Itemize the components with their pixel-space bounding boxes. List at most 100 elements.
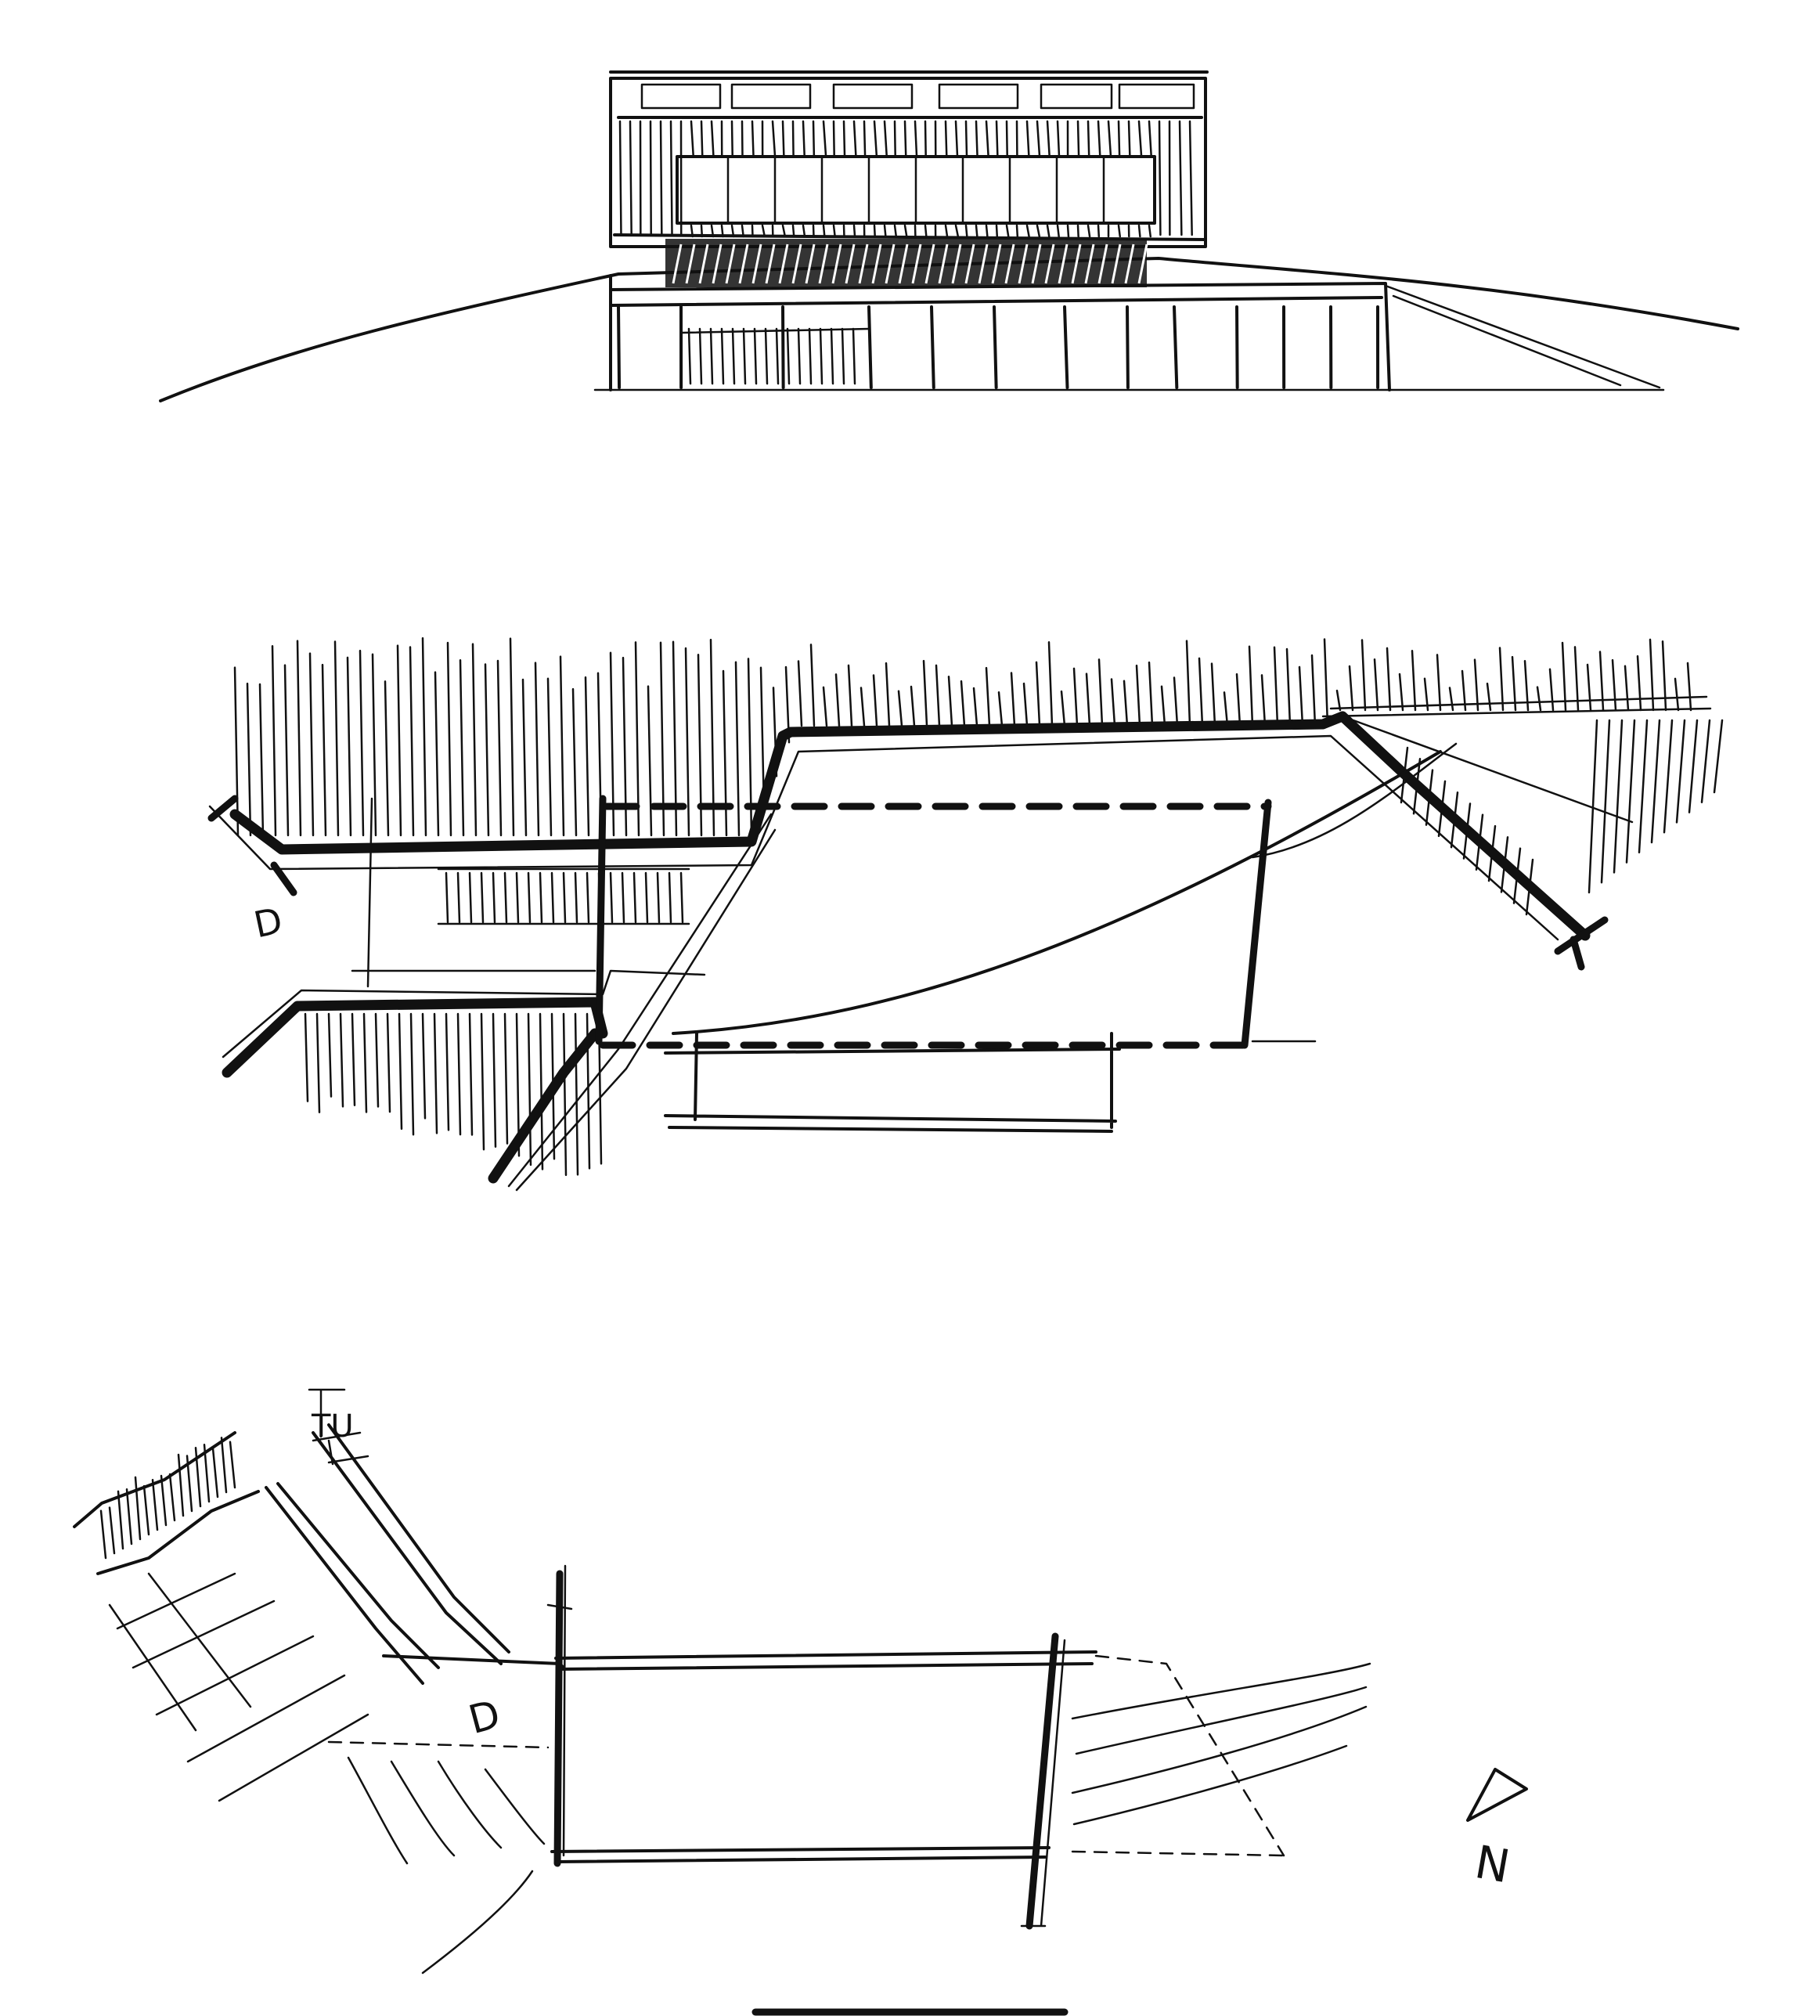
stair-hatch-line [574, 871, 578, 924]
earth-hatch-line [409, 1012, 415, 1136]
stair-hatch-line [562, 871, 567, 924]
recess-hatch-line [1111, 243, 1122, 284]
earth-hatch-line [468, 1012, 474, 1136]
facade-hatch-line [629, 120, 632, 236]
facade-hatch-line [618, 120, 622, 236]
base-hatch-line [742, 327, 747, 385]
base-mullion [781, 305, 785, 389]
facade-hatch-line [954, 120, 959, 157]
earth-hatch-line [434, 671, 440, 837]
north-arrow-triangle [1466, 1768, 1528, 1822]
north-arrow: N [1466, 1768, 1528, 1893]
stair-hatch-line [609, 871, 614, 924]
earth-hatch-line [709, 638, 715, 837]
facade-hatch-line [791, 120, 795, 157]
earth-hatch-line [1713, 719, 1724, 794]
terrain-hatch-line [99, 1509, 107, 1560]
facade-hatch-line [812, 120, 816, 157]
section-column [595, 795, 607, 1045]
earth-hatch-line [492, 1012, 497, 1149]
base-hatch-line [775, 327, 780, 385]
base-hatch-line [753, 327, 758, 385]
facade-hatch-line [771, 120, 777, 157]
section-diagonal-wall [488, 1028, 600, 1184]
lower-annex [664, 1032, 1121, 1133]
section-door-marker: D [250, 899, 287, 946]
facade-hatch-line [1148, 224, 1152, 238]
earth-hatch-line [584, 676, 590, 837]
facade-hatch-line [863, 120, 867, 157]
earth-hatch-line [398, 1012, 403, 1131]
facade-hatch-line [995, 224, 999, 238]
facade-hatch-line [741, 224, 744, 238]
earth-hatch-line [1598, 651, 1605, 712]
plan-trash-marker: TU [311, 1408, 354, 1444]
earth-hatch-line [922, 659, 928, 727]
earth-hatch-line [304, 1012, 309, 1102]
recess-hatch-line [1018, 243, 1029, 284]
base-volume [609, 274, 1391, 391]
stair-hatch-line [515, 871, 520, 924]
facade-hatch-line [1107, 120, 1112, 157]
recess-hatch-line [885, 243, 896, 284]
stair-hatch-line [668, 871, 672, 924]
earth-hatch-line [1035, 661, 1041, 727]
terrain-hatch-line [117, 1490, 124, 1550]
recess-hatch-line [978, 243, 989, 284]
facade-hatch-line [669, 120, 673, 236]
earth-hatch-line [885, 662, 891, 727]
stair-hatch-line [468, 871, 473, 924]
earth-hatch-line [1675, 719, 1686, 824]
ramp-lines [351, 797, 690, 988]
earth-hatch-line [433, 1012, 438, 1134]
earth-hatch-line [1548, 668, 1555, 712]
earth-hatch-line [1010, 672, 1016, 727]
earth-hatch-line [333, 640, 340, 837]
stair-hatch-line [492, 871, 496, 924]
earth-hatch-line [1160, 685, 1166, 727]
earth-hatch-line [1047, 641, 1054, 727]
earth-hatch-line [1373, 658, 1379, 712]
plan-dashed-terrace [327, 1654, 1285, 1857]
earth-hatch-line [1473, 658, 1479, 712]
base-hatch-line [709, 327, 714, 385]
earth-hatch-line [1085, 673, 1091, 727]
terrain-hatch-line [151, 1478, 159, 1531]
recess-hatch-line [698, 243, 709, 284]
earth-hatch-line [351, 1012, 356, 1106]
earth-hatch-line [421, 1012, 427, 1120]
facade-hatch-line [1046, 120, 1051, 157]
base-hatch-line [819, 327, 824, 385]
facade-hatch-line [1127, 120, 1131, 157]
earth-hatch-line [559, 655, 565, 837]
facade-hatch-line [1056, 120, 1061, 157]
earth-hatch-line [1135, 664, 1141, 727]
elevation-slope-line [593, 284, 1665, 391]
earth-hatch-line [1123, 680, 1129, 727]
terrain-hatch-line [186, 1455, 193, 1513]
upper-volume-outline [609, 77, 1207, 248]
earth-hatch-line [503, 1012, 509, 1145]
facade-hatch-line [893, 224, 898, 238]
terrain-hatch-line [142, 1484, 150, 1536]
facade-hatch-line [1076, 120, 1080, 157]
earth-hatch-line [797, 660, 803, 727]
earth-hatch-line [1210, 662, 1216, 727]
earth-hatch-line [684, 647, 690, 837]
earth-hatch-line [1588, 719, 1598, 894]
clerestory-window [1118, 83, 1195, 110]
earth-hatch-line [1185, 640, 1191, 727]
earth-hatch-line [1436, 654, 1442, 712]
earth-hatch-line [571, 687, 578, 837]
earth-hatch-line [339, 1012, 344, 1108]
earth-hatch-line [897, 690, 903, 727]
plan-building-right-wall [1025, 1632, 1059, 1930]
facade-hatch-line [690, 120, 694, 157]
plan-building-bottom [550, 1846, 1051, 1863]
facade-hatch-line [842, 120, 846, 157]
facade-hatch-line [903, 224, 908, 238]
facade-hatch-line [1137, 120, 1143, 157]
facade-hatch-line [964, 224, 968, 238]
earth-hatch-line [480, 1012, 485, 1151]
